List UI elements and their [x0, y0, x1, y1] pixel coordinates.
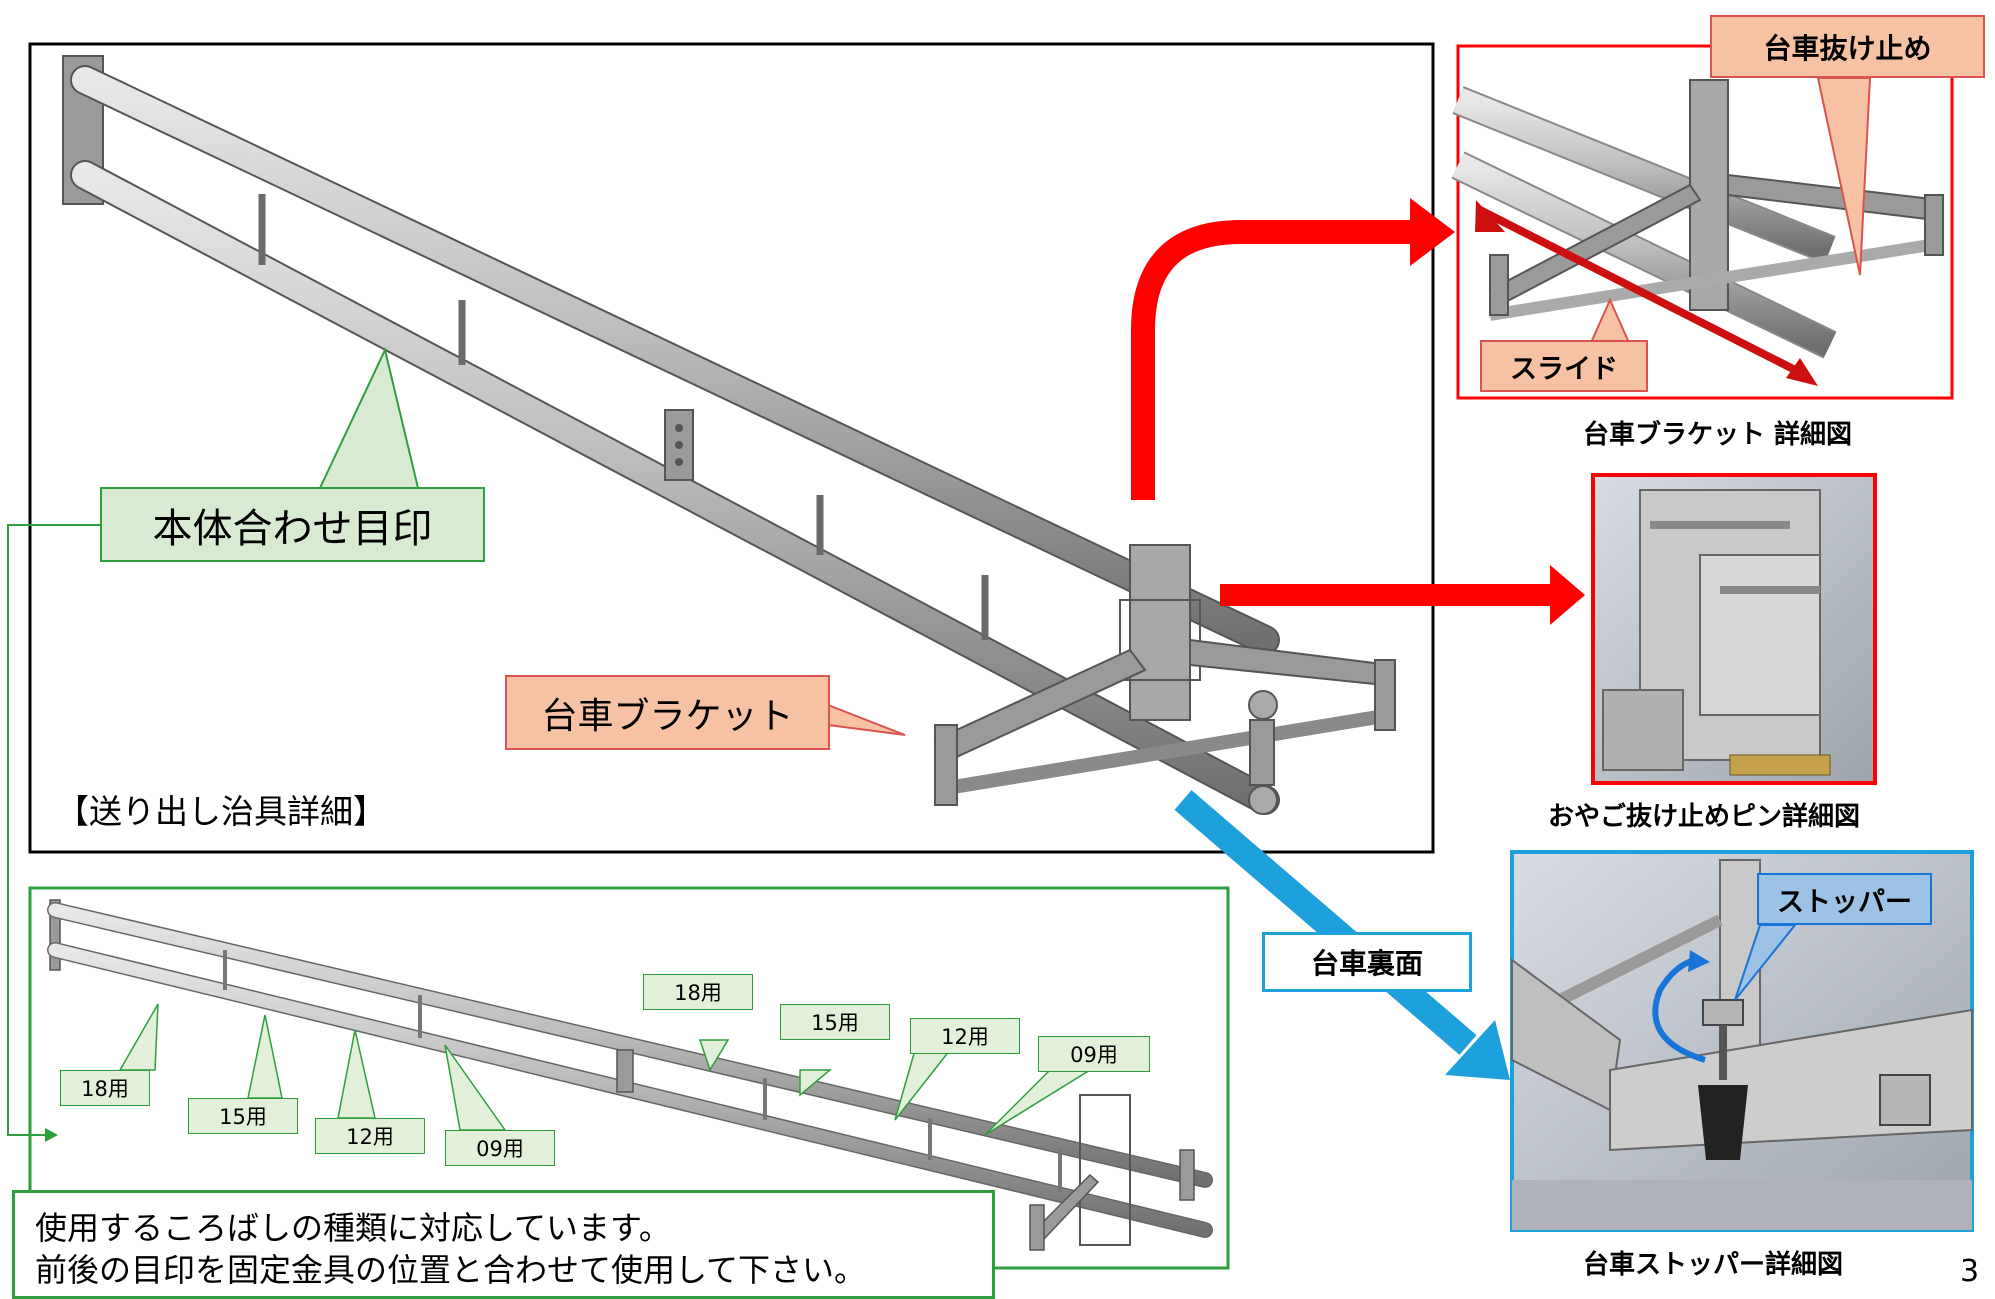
rotate-arrow — [1652, 957, 1706, 1063]
detail-stopper-drawing — [1511, 859, 1973, 1230]
lower-jig-drawing — [47, 899, 1213, 1251]
note-box: 使用するころばしの種類に対応しています。 前後の目印を固定金具の位置と合わせて使… — [12, 1190, 995, 1299]
detail-stopper-tail — [1816, 77, 1872, 276]
note-line-2: 前後の目印を固定金具の位置と合わせて使用して下さい。 — [35, 1251, 867, 1289]
main-jig-drawing — [62, 55, 1396, 815]
slide-label: スライド — [1480, 340, 1648, 392]
underside-label: 台車裏面 — [1262, 932, 1472, 992]
mark-bottom-12: 12用 — [315, 1118, 425, 1154]
bracket-callout-tail — [827, 703, 906, 736]
stopper-label: ストッパー — [1757, 873, 1932, 925]
bracket-detail-caption: 台車ブラケット 詳細図 — [1583, 420, 1853, 450]
main-panel-title: 【送り出し治具詳細】 — [56, 792, 386, 831]
slide-arrow — [1478, 206, 1807, 379]
detail-pin-drawing — [1602, 489, 1831, 776]
detail-bracket-drawing — [1451, 79, 1944, 359]
red-arrow-curved — [1131, 220, 1418, 500]
page-number: 3 — [1960, 1254, 1980, 1289]
green-connector — [7, 524, 100, 1136]
mark-top-15: 15用 — [780, 1004, 890, 1040]
mark-top-18: 18用 — [643, 974, 753, 1010]
mark-top-09: 09用 — [1038, 1036, 1150, 1072]
mark-bottom-15: 15用 — [188, 1098, 298, 1134]
stopper-detail-caption: 台車ストッパー詳細図 — [1583, 1250, 1844, 1280]
mark-bottom-18: 18用 — [60, 1070, 150, 1106]
bracket-stopper-label: 台車抜け止め — [1710, 15, 1985, 78]
mark-bottom-09: 09用 — [445, 1130, 555, 1166]
mark-top-12: 12用 — [910, 1018, 1020, 1054]
bracket-label: 台車ブラケット — [505, 675, 830, 750]
note-line-1: 使用するころばしの種類に対応しています。 — [35, 1209, 671, 1247]
stopper-tail — [1734, 924, 1798, 1001]
main-frame — [28, 42, 1435, 854]
marker-callout-tail — [318, 346, 420, 489]
pin-detail-caption: おやご抜け止めピン詳細図 — [1548, 802, 1861, 832]
marker-label: 本体合わせ目印 — [100, 487, 485, 562]
blue-arrow — [1174, 790, 1477, 1055]
